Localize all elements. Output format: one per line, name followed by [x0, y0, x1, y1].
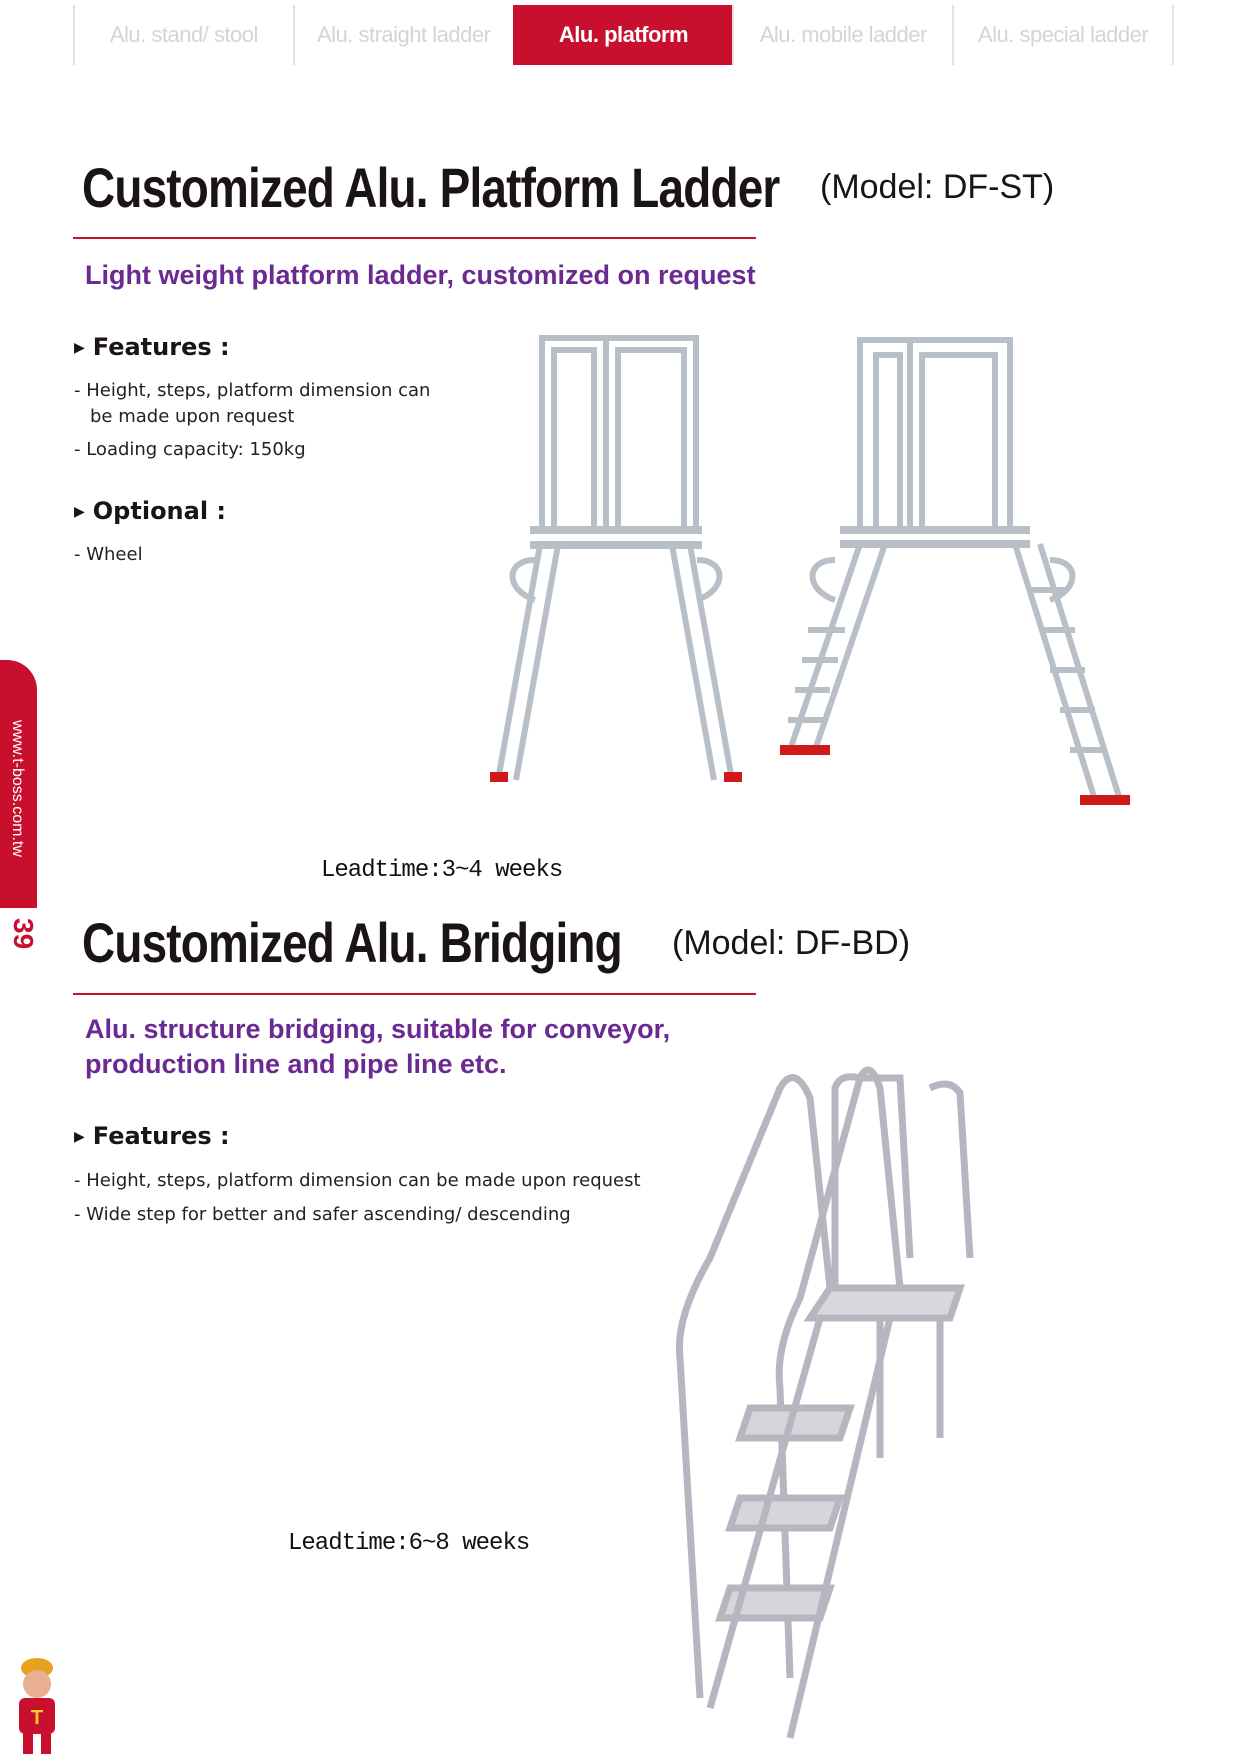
page-number: 39	[8, 918, 39, 950]
bridging-image	[675, 1066, 974, 1739]
tab-alu-platform[interactable]: Alu. platform	[512, 5, 733, 65]
svg-text:T: T	[31, 1707, 43, 1729]
feature-item: - Loading capacity: 150kg	[74, 439, 306, 460]
section2-model: (Model: DF-BD)	[672, 924, 911, 962]
side-tab: www.t-boss.com.tw	[0, 660, 37, 908]
category-tabs: Alu. stand/ stool Alu. straight ladder A…	[73, 5, 1174, 65]
feature-item: - Height, steps, platform dimension can …	[74, 1170, 641, 1191]
section1-title: Customized Alu. Platform Ladder	[82, 156, 780, 219]
feature-item: - Wide step for better and safer ascendi…	[74, 1204, 571, 1225]
feature-item: - Height, steps, platform dimension can	[74, 380, 431, 401]
section2-subtitle: Alu. structure bridging, suitable for co…	[85, 1014, 671, 1079]
section2-divider	[73, 993, 756, 995]
optional-item: - Wheel	[74, 544, 143, 565]
section2-features-heading: ▶Features :	[74, 1122, 230, 1150]
tab-alu-mobile-ladder[interactable]: Alu. mobile ladder	[732, 5, 952, 65]
platform-ladder-image	[490, 335, 1130, 805]
mascot-logo: T	[19, 1658, 55, 1754]
section1-optional-heading: ▶Optional :	[74, 497, 227, 525]
tab-alu-special-ladder[interactable]: Alu. special ladder	[952, 5, 1174, 65]
triangle-bullet-icon: ▶	[74, 504, 85, 520]
section2-title: Customized Alu. Bridging	[82, 911, 623, 974]
tab-alu-straight-ladder[interactable]: Alu. straight ladder	[292, 5, 513, 65]
triangle-bullet-icon: ▶	[74, 340, 85, 356]
website-url: www.t-boss.com.tw	[9, 720, 26, 857]
section1-subtitle: Light weight platform ladder, customized…	[85, 260, 756, 290]
section1-features-heading: ▶Features :	[74, 333, 230, 361]
section1-model: (Model: DF-ST)	[820, 168, 1055, 206]
section1-leadtime: Leadtime:3~4 weeks	[321, 857, 563, 884]
feature-item-cont: be made upon request	[90, 406, 295, 427]
tab-alu-stand-stool[interactable]: Alu. stand/ stool	[73, 5, 293, 65]
section2-leadtime: Leadtime:6~8 weeks	[288, 1530, 530, 1557]
triangle-bullet-icon: ▶	[74, 1129, 85, 1145]
section1-divider	[73, 237, 756, 239]
